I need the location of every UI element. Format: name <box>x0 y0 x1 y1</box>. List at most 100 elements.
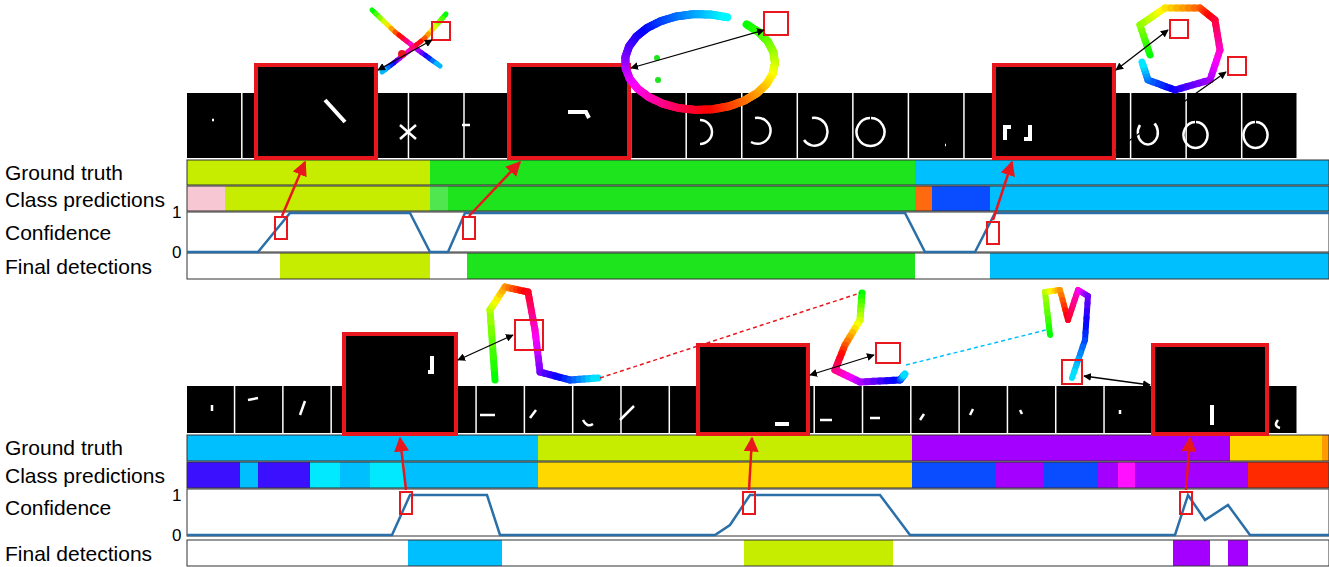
thumbnail <box>573 386 620 433</box>
thumbnail-stroke <box>248 398 258 400</box>
zoom-box <box>509 65 629 158</box>
a-sketch <box>490 287 598 380</box>
thumbnail-stroke <box>945 144 946 147</box>
sketch-highlight <box>432 22 450 40</box>
pointer-arrow <box>469 162 520 216</box>
thumbnail <box>743 93 797 158</box>
continuation-line <box>600 293 860 378</box>
prediction-band-segment <box>1135 462 1248 488</box>
detection-band-segment <box>1228 540 1248 566</box>
row-label: Final detections <box>5 256 152 277</box>
thumbnail <box>1242 93 1296 158</box>
row-frame <box>187 160 1329 185</box>
thumbnail-stroke <box>212 119 214 122</box>
zoom-stroke <box>325 100 345 122</box>
link-arrow <box>1084 376 1150 385</box>
thumbnail-stroke <box>820 419 832 422</box>
prediction-band-segment <box>915 186 932 211</box>
thumbnail <box>284 386 331 433</box>
prediction-band <box>187 462 1329 488</box>
highlight-box <box>400 492 412 514</box>
row-frame <box>187 489 1329 536</box>
prediction-band-segment <box>448 186 915 211</box>
highlight-box <box>1180 492 1192 514</box>
thumbnail-stroke <box>804 118 827 146</box>
sketch-segment <box>382 70 385 72</box>
row-label: Class predictions <box>5 465 165 486</box>
row-label: Confidence <box>5 497 111 518</box>
thumbnail <box>863 386 910 433</box>
zoom-box <box>994 65 1114 158</box>
prediction-band-segment <box>990 186 1329 211</box>
ground-truth-band-segment <box>538 435 912 461</box>
row-frame <box>187 212 1329 252</box>
prediction-band-segment <box>240 462 258 488</box>
z-sketch <box>835 293 905 382</box>
o-sketch <box>625 14 775 110</box>
link-arrow <box>378 40 432 70</box>
thumbnail-stroke <box>480 414 495 417</box>
thumbnail-stroke <box>870 417 880 420</box>
detection-band-segment <box>990 253 1329 279</box>
sketch-segment <box>901 374 909 375</box>
highlight-box <box>743 492 755 514</box>
zoom-stroke <box>1210 405 1214 425</box>
prediction-band-segment <box>258 462 310 488</box>
thumbnail <box>912 386 959 433</box>
row-frame <box>187 435 1329 461</box>
highlight-box <box>463 217 475 239</box>
continuation-line <box>906 330 1046 365</box>
thumbnail-stroke <box>583 420 593 425</box>
ground-truth-band-segment <box>915 160 1329 185</box>
row-label: Final detections <box>5 543 152 564</box>
zoom-stroke <box>568 112 589 118</box>
ground-truth-band <box>187 435 1329 461</box>
ground-truth-band-segment <box>912 435 1230 461</box>
zoom-stroke <box>775 422 789 426</box>
detection-band-segment <box>744 540 893 566</box>
thumbnail-stroke <box>856 118 884 146</box>
thumbnail <box>477 386 524 433</box>
prediction-band-segment <box>187 186 225 211</box>
confidence-curve <box>187 213 1329 252</box>
thumbnail <box>1056 386 1103 433</box>
zoom-box <box>256 65 376 158</box>
sketch-segment <box>1142 62 1143 65</box>
thumbnail <box>187 93 241 158</box>
highlight-box <box>987 222 999 244</box>
detection-band-segment <box>1173 540 1210 566</box>
row-label: Ground truth <box>5 437 123 458</box>
thumbnail-stroke <box>970 409 973 415</box>
thumbnail-stroke <box>920 414 924 420</box>
x-sketch <box>372 10 440 66</box>
thumbnail <box>631 93 685 158</box>
row-label: Ground truth <box>5 162 123 183</box>
thumbnail-stroke <box>1119 410 1122 414</box>
sketch-segment <box>900 375 908 376</box>
thumbnail-stroke <box>1276 420 1280 428</box>
prediction-band-segment <box>225 186 430 211</box>
zoom-box <box>344 334 456 434</box>
link-arrow <box>1116 72 1226 150</box>
ground-truth-band-segment <box>1322 435 1329 461</box>
thumbnail <box>687 93 741 158</box>
ground-truth-band-segment <box>1230 435 1322 461</box>
zoom-box <box>698 345 808 434</box>
ground-truth-band-segment <box>187 160 430 185</box>
sketch-segment <box>1072 372 1074 378</box>
pointer-arrow <box>400 438 406 490</box>
sketch-highlight <box>1170 20 1188 38</box>
thumbnail <box>235 386 282 433</box>
zoom-box <box>1153 345 1267 434</box>
prediction-band-segment <box>995 462 1043 488</box>
thumbnail-stroke <box>530 410 536 418</box>
thumbnail-stroke <box>462 124 470 127</box>
sketch-highlight <box>876 343 900 363</box>
row-frame <box>187 253 1329 279</box>
link-arrow <box>458 335 513 360</box>
thumbnail-stroke <box>1138 123 1158 144</box>
ground-truth-band <box>187 160 1329 185</box>
prediction-band-segment <box>1098 462 1118 488</box>
thumbnail-stroke <box>751 118 771 144</box>
